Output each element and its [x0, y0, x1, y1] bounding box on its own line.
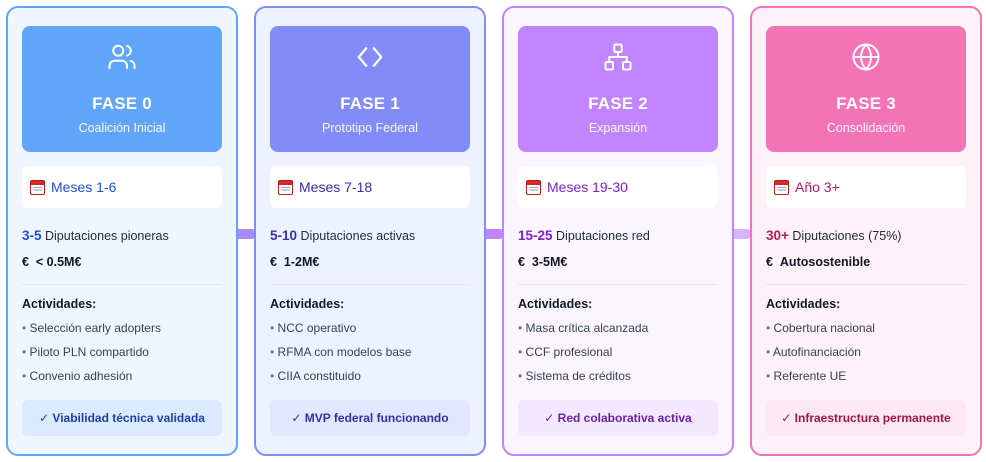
budget-value: 1-2M€	[283, 255, 320, 269]
budget-stat: € 3-5M€	[518, 255, 567, 269]
phase-subtitle: Consolidación	[826, 121, 906, 135]
activity-item: Convenio adhesión	[22, 368, 161, 392]
activity-item: Sistema de créditos	[518, 368, 648, 392]
activities-title: Actividades:	[766, 297, 841, 311]
activities-title: Actividades:	[518, 297, 593, 311]
phase-title: FASE 0	[92, 94, 152, 113]
months-box: Meses 1-6	[22, 166, 222, 208]
phase-card-0: FASE 0 Coalición Inicial Meses 1-6 3-5 D…	[6, 6, 238, 456]
months-label: Meses 7-18	[299, 179, 373, 195]
budget-value: Autosostenible	[779, 255, 871, 269]
activities-title: Actividades:	[22, 297, 97, 311]
connector-2-3	[732, 229, 750, 239]
phase-card-1: FASE 1 Prototipo Federal Meses 7-18 5-10…	[254, 6, 486, 456]
participants-count: 15-25	[518, 228, 553, 243]
phase-header: FASE 0 Coalición Inicial	[22, 26, 222, 152]
months-box: Meses 19-30	[518, 166, 718, 208]
divider	[270, 284, 470, 285]
participants-label: Diputaciones activas	[300, 229, 416, 243]
months-box: Año 3+	[766, 166, 966, 208]
activity-item: Referente UE	[766, 368, 875, 392]
participants-stat: 3-5 Diputaciones pioneras	[22, 228, 169, 243]
phase-card-3: FASE 3 Consolidación Año 3+ 30+ Diputaci…	[750, 6, 982, 456]
activity-item: RFMA con modelos base	[270, 344, 412, 368]
globe-icon	[851, 42, 881, 72]
activities-list: Masa crítica alcanzada CCF profesional S…	[518, 320, 649, 392]
phase-subtitle: Expansión	[588, 121, 648, 135]
participants-stat: 15-25 Diputaciones red	[518, 228, 650, 243]
activity-item: Autofinanciación	[766, 344, 875, 368]
phase-subtitle: Prototipo Federal	[322, 121, 418, 135]
phase-header: FASE 3 Consolidación	[766, 26, 966, 152]
euro-icon: €	[270, 255, 277, 269]
activities-title: Actividades:	[270, 297, 345, 311]
euro-icon: €	[22, 255, 29, 269]
milestone-badge: ✓ Red colaborativa activa	[518, 400, 718, 436]
activity-item: NCC operativo	[270, 320, 412, 344]
participants-count: 30+	[766, 228, 789, 243]
months-label: Meses 19-30	[547, 179, 628, 195]
participants-label: Diputaciones red	[556, 229, 650, 243]
activity-item: CIIA constituido	[270, 368, 412, 392]
connector-0-1	[236, 229, 254, 239]
participants-count: 3-5	[22, 228, 42, 243]
users-icon	[107, 42, 137, 72]
milestone-badge: ✓ Infraestructura permanente	[766, 400, 966, 436]
participants-count: 5-10	[270, 228, 298, 243]
budget-stat: € Autosostenible	[766, 255, 870, 269]
participants-stat: 30+ Diputaciones (75%)	[766, 228, 901, 243]
activity-item: Piloto PLN compartido	[22, 344, 161, 368]
phase-title: FASE 3	[836, 94, 896, 113]
participants-label: Diputaciones pioneras	[45, 229, 169, 243]
budget-stat: € 1-2M€	[270, 255, 319, 269]
activities-list: Selección early adopters Piloto PLN comp…	[22, 320, 161, 392]
divider	[766, 284, 966, 285]
code-icon	[355, 42, 385, 72]
calendar-icon	[30, 179, 45, 195]
participants-label: Diputaciones (75%)	[792, 229, 902, 243]
euro-icon: €	[766, 255, 773, 269]
phase-title: FASE 2	[588, 94, 648, 113]
euro-icon: €	[518, 255, 525, 269]
activity-item: Cobertura nacional	[766, 320, 875, 344]
milestone-badge: ✓ MVP federal funcionando	[270, 400, 470, 436]
connector-1-2	[484, 229, 502, 239]
network-icon	[603, 42, 633, 72]
calendar-icon	[526, 179, 541, 195]
activity-item: CCF profesional	[518, 344, 648, 368]
phase-card-2: FASE 2 Expansión Meses 19-30 15-25 Diput…	[502, 6, 734, 456]
divider	[518, 284, 718, 285]
activities-list: NCC operativo RFMA con modelos base CIIA…	[270, 320, 412, 392]
budget-value: 3-5M€	[531, 255, 568, 269]
months-box: Meses 7-18	[270, 166, 470, 208]
calendar-icon	[278, 179, 293, 195]
budget-value: < 0.5M€	[35, 255, 82, 269]
budget-stat: € < 0.5M€	[22, 255, 81, 269]
activities-list: Cobertura nacional Autofinanciación Refe…	[766, 320, 875, 392]
months-label: Año 3+	[795, 179, 840, 195]
calendar-icon	[774, 179, 789, 195]
phase-title: FASE 1	[340, 94, 400, 113]
phase-header: FASE 1 Prototipo Federal	[270, 26, 470, 152]
phase-subtitle: Coalición Inicial	[78, 121, 166, 135]
phase-header: FASE 2 Expansión	[518, 26, 718, 152]
activity-item: Selección early adopters	[22, 320, 161, 344]
months-label: Meses 1-6	[51, 179, 117, 195]
participants-stat: 5-10 Diputaciones activas	[270, 228, 415, 243]
milestone-badge: ✓ Viabilidad técnica validada	[22, 400, 222, 436]
divider	[22, 284, 222, 285]
activity-item: Masa crítica alcanzada	[518, 320, 649, 344]
